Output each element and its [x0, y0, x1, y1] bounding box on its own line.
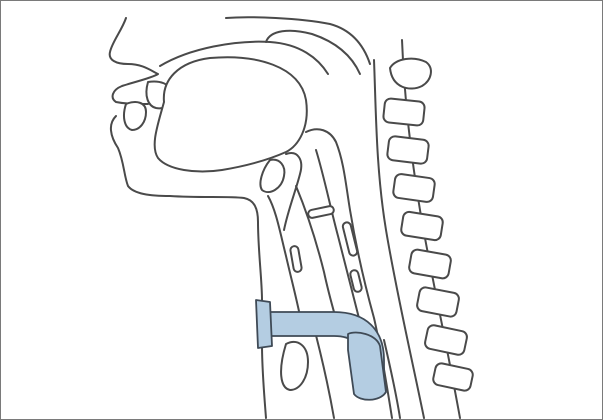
cartilage-fragment: [307, 205, 334, 218]
vertebra-c1: [390, 59, 431, 89]
vertebra: [387, 136, 430, 165]
vertebra: [400, 211, 443, 241]
lower-incisor: [124, 102, 146, 130]
vertebra: [383, 98, 425, 126]
vertebra: [432, 362, 474, 391]
tongue: [155, 57, 307, 171]
vertebra: [416, 286, 460, 317]
vertebra: [408, 249, 452, 280]
tube-flange: [256, 300, 272, 348]
tracheostomy-tube-icon: [256, 300, 386, 400]
thyroid-gland: [281, 342, 308, 390]
cartilage-fragment: [290, 246, 302, 273]
uvula: [260, 160, 284, 192]
vertebra: [424, 324, 468, 356]
vertebra: [393, 173, 436, 202]
neck-front: [262, 345, 266, 418]
